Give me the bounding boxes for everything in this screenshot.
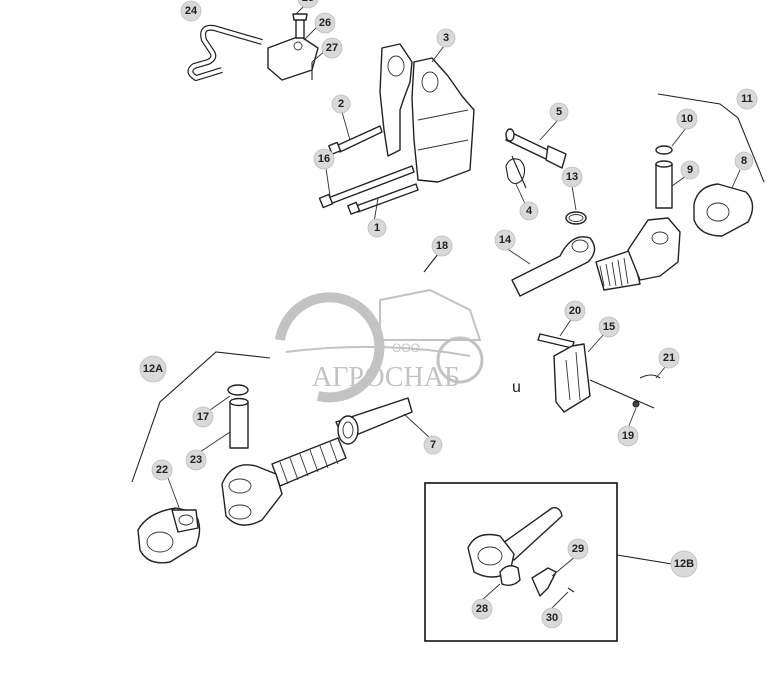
callout-14: 14	[494, 229, 516, 251]
part-15-bracket	[553, 343, 655, 413]
callout-14-label: 14	[499, 234, 512, 246]
callout-12a-label: 12A	[143, 363, 163, 375]
watermark: ООО АГРОСНАБ	[275, 288, 484, 403]
callout-18: 18	[431, 235, 453, 257]
callout-21: 21	[658, 347, 680, 369]
callout-19-label: 19	[622, 430, 634, 442]
callout-29-label: 29	[572, 543, 584, 555]
part-18-pointer	[423, 253, 439, 273]
callout-19: 19	[617, 425, 639, 447]
callout-10-label: 10	[681, 113, 693, 125]
callout-11-label: 11	[741, 93, 753, 105]
part-22-eye-end	[137, 507, 201, 564]
callout-26: 26	[314, 12, 336, 34]
callout-25-label: 25	[302, 0, 314, 4]
callout-16: 16	[313, 148, 335, 170]
part-17-ring	[227, 384, 249, 396]
callout-22: 22	[151, 459, 173, 481]
callout-13-label: 13	[566, 171, 578, 183]
part-12a-leader	[131, 351, 271, 483]
callout-9-label: 9	[687, 164, 693, 176]
part-19-nut	[632, 400, 640, 408]
callout-12b-label: 12B	[674, 558, 694, 570]
callout-16-label: 16	[318, 153, 330, 165]
callout-20: 20	[564, 300, 586, 322]
callout-1-label: 1	[374, 222, 380, 234]
callout-4-label: 4	[526, 205, 533, 217]
callout-3-label: 3	[443, 32, 449, 44]
callout-27-label: 27	[326, 42, 338, 54]
callout-5-label: 5	[556, 106, 562, 118]
callout-10: 10	[676, 108, 698, 130]
part-1-bolt	[347, 183, 419, 215]
part-11-leader	[657, 93, 765, 183]
callout-29: 29	[567, 538, 589, 560]
callout-5: 5	[549, 102, 569, 122]
callout-13: 13	[561, 166, 583, 188]
part-8-eye-end	[693, 183, 754, 237]
callout-21-label: 21	[663, 352, 675, 364]
callout-23-label: 23	[190, 454, 202, 466]
part-9-pin	[655, 160, 673, 209]
part-24-bent-rod	[187, 24, 263, 81]
part-21-spring-pin	[639, 374, 661, 379]
callout-30-label: 30	[546, 612, 558, 624]
callout-3: 3	[436, 28, 456, 48]
callout-18-label: 18	[436, 240, 448, 252]
callout-1: 1	[367, 218, 387, 238]
part-3-main-bracket	[379, 43, 475, 183]
callout-17: 17	[192, 406, 214, 428]
callout-28-label: 28	[476, 603, 488, 615]
callout-26-label: 26	[319, 17, 331, 29]
callout-2: 2	[331, 94, 351, 114]
callout-11: 11	[736, 88, 758, 110]
part-20-pin	[537, 333, 575, 349]
part-23-pin	[229, 397, 249, 449]
part-14-rod	[511, 236, 596, 297]
callout-23: 23	[185, 449, 207, 471]
callout-25: 25	[297, 0, 319, 9]
callout-15: 15	[598, 316, 620, 338]
callout-8-label: 8	[741, 155, 747, 167]
trailing-glyph: u	[512, 379, 521, 396]
inset-12b-box	[424, 482, 673, 642]
callout-22-label: 22	[156, 464, 168, 476]
callout-15-label: 15	[603, 321, 615, 333]
callout-20-label: 20	[569, 305, 581, 317]
part-26-bracket	[267, 13, 319, 81]
part-7-rod	[221, 397, 413, 526]
callout-7: 7	[423, 435, 443, 455]
callout-8: 8	[734, 151, 754, 171]
part-16-bolt	[318, 165, 415, 209]
callout-24-label: 24	[185, 5, 198, 17]
callout-2-label: 2	[338, 98, 344, 110]
callout-9: 9	[680, 160, 700, 180]
part-5-pin	[505, 128, 567, 169]
part-2-bolt	[328, 125, 383, 155]
part-10-ring	[655, 145, 673, 155]
callout-27: 27	[321, 37, 343, 59]
callout-12b: 12B	[670, 550, 698, 578]
callout-12a: 12A	[139, 355, 167, 383]
part-4-lynch-pin	[505, 155, 527, 189]
callout-28: 28	[471, 598, 493, 620]
callout-17-label: 17	[197, 411, 209, 423]
callout-24: 24	[180, 0, 202, 22]
callout-30: 30	[541, 607, 563, 629]
part-13-ring	[565, 211, 587, 225]
watermark-prefix: ООО	[392, 341, 420, 355]
callout-7-label: 7	[430, 439, 436, 451]
callout-4: 4	[519, 201, 539, 221]
watermark-company: АГРОСНАБ	[312, 362, 460, 393]
part-upper-fork	[595, 217, 681, 291]
